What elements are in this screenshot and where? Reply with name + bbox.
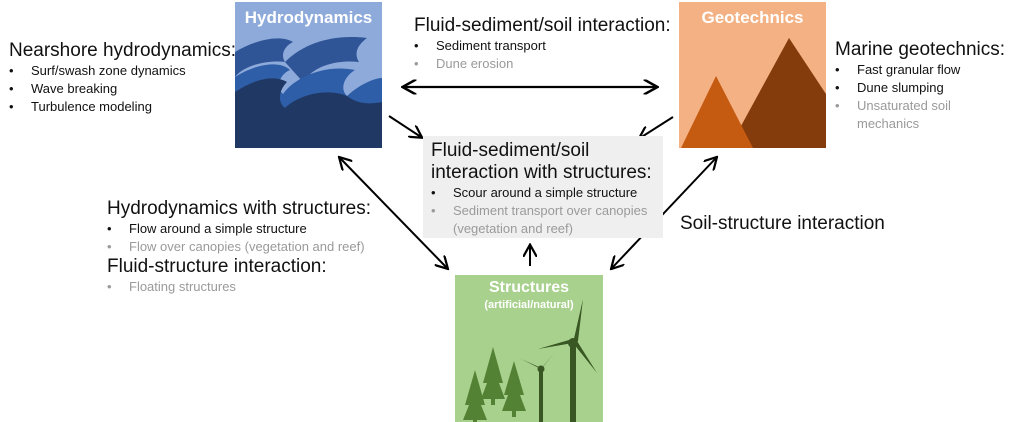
trees-turbines-icon [463,299,597,422]
nearshore-hydrodynamics-block: Nearshore hydrodynamics: Surf/swash zone… [9,40,236,116]
mountains-icon [681,38,826,148]
arrow-geo-structures [612,158,716,268]
arrow-hydro-to-box [388,115,421,137]
list-item: Wave breaking [9,80,236,98]
list-item: Dune slumping [835,79,985,97]
marine-geo-heading: Marine geotechnics: [835,39,1006,60]
list-item: Fast granular flow [835,61,985,79]
hydro-structures-heading: Hydrodynamics with structures: [107,198,371,219]
soil-structure-label: Soil-structure interaction [680,213,885,234]
fss-heading-line2: interaction with structures: [431,162,652,183]
waves-icon [235,37,382,148]
structures-title: Structures [488,279,570,296]
list-item: Unsaturated soil mechanics [835,97,985,133]
fluid-sediment-block: Fluid-sediment/soil interaction: Sedimen… [414,15,671,73]
fluid-sediment-heading: Fluid-sediment/soil interaction: [414,15,671,36]
list-item: Scour around a simple structure [431,184,656,202]
fss-list: Scour around a simple structure Sediment… [431,184,656,238]
nearshore-heading: Nearshore hydrodynamics: [9,40,237,61]
structures-subtitle: (artificial/natural) [484,299,574,311]
list-item: Turbulence modeling [9,98,236,116]
list-item: Floating structures [107,278,371,296]
turbine-icons [521,299,597,422]
fluid-sediment-structures-box: Fluid-sediment/soil interaction with str… [423,136,663,238]
list-item: Flow around a simple structure [107,220,371,238]
geotechnics-title: Geotechnics [701,8,804,27]
structures-panel: Structures (artificial/natural) [455,275,603,422]
hydro-structures-list: Flow around a simple structure Flow over… [107,220,371,256]
marine-geo-list: Fast granular flow Dune slumping Unsatur… [835,61,985,133]
arrow-geo-to-box [640,116,674,138]
hydro-structures-block: Hydrodynamics with structures: Flow arou… [107,198,371,296]
fluid-structure-list: Floating structures [107,278,371,296]
list-item: Surf/swash zone dynamics [9,62,236,80]
marine-geotechnics-block: Marine geotechnics: Fast granular flow D… [835,39,1005,133]
fluid-structure-heading: Fluid-structure interaction: [107,256,327,277]
nearshore-list: Surf/swash zone dynamics Wave breaking T… [9,62,236,116]
fss-heading-line1: Fluid-sediment/soil [431,140,590,161]
tree-icons [463,347,526,422]
geotechnics-panel: Geotechnics [679,2,826,148]
hydrodynamics-title: Hydrodynamics [244,8,373,27]
arrow-hydro-structures [340,158,447,268]
list-item: Sediment transport [414,37,671,55]
fluid-sediment-list: Sediment transport Dune erosion [414,37,671,73]
list-item: Sediment transport over canopies (vegeta… [431,202,656,238]
list-item: Dune erosion [414,55,671,73]
list-item: Flow over canopies (vegetation and reef) [107,238,371,256]
hydrodynamics-panel: Hydrodynamics [235,2,382,148]
